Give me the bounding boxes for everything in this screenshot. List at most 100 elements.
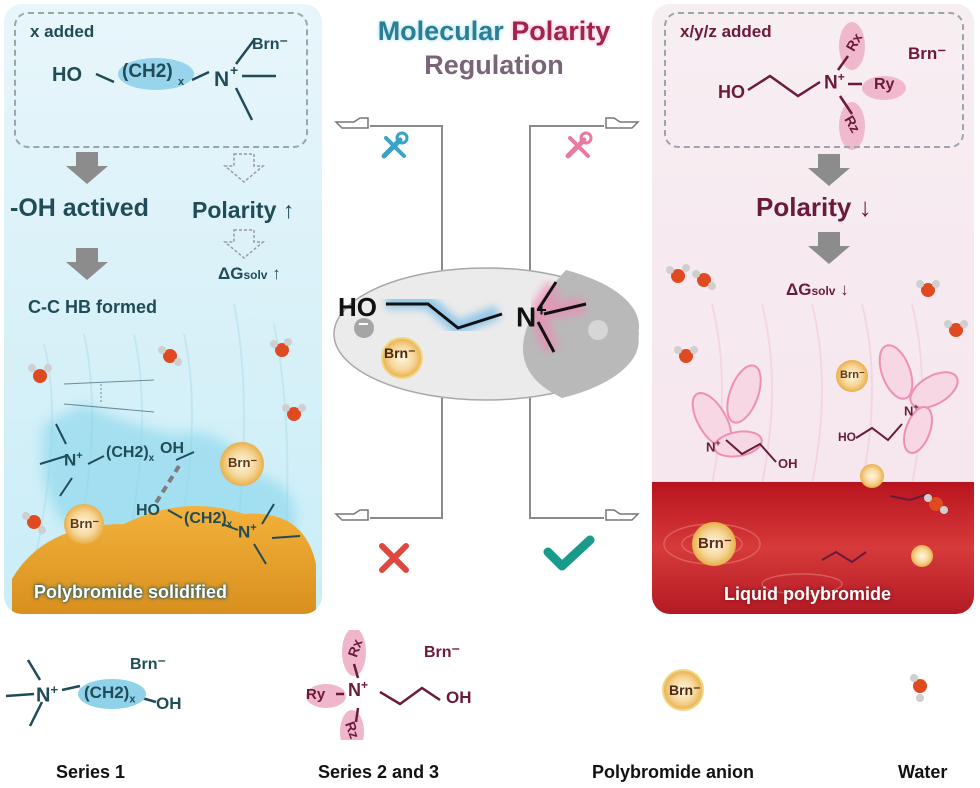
anion-label-right: Brn⁻ [908,44,947,63]
legend-series23-n: N+ [348,678,369,700]
series23-bonds [336,663,441,723]
connector-lines [370,125,604,519]
pointing-hand-icon [605,117,640,129]
polybromide-anion [381,337,423,379]
legend-series23-oh: OH [446,688,472,707]
legend-ry: Ry [306,686,326,703]
oh-actived-label: -OH actived [10,194,149,222]
gray-arrow-icon [808,232,850,264]
polybromide-anion [860,464,884,488]
polarity-up-label: Polarity ↑ [192,197,295,223]
water-molecule-icon [282,404,306,421]
pointing-hand-icon [334,509,369,521]
left-structure-box [14,12,308,148]
right-panel-art [652,22,974,614]
anion-label: Brn⁻ [252,36,288,53]
water-molecule-icon [910,674,927,702]
left-panel-art [12,39,316,614]
scene-oh-right: OH [778,456,798,471]
legend-water-label: Water [898,762,948,782]
check-icon [543,535,595,571]
center-art [333,117,640,573]
center-minus: − [358,314,369,334]
polybromide-solidified-label: Polybromide solidified [34,582,228,602]
cross-icon [379,543,409,573]
legend-polybromide-icon [662,669,704,711]
water-molecule-icon [22,512,46,534]
dg-solv-up: ΔGsolv ↑ [218,264,281,283]
r-group-highlights [839,22,906,150]
center-molecule-bonds [386,281,587,353]
center-anion: Brn⁻ [384,345,416,361]
polybromide-anion [692,522,736,566]
gray-arrow-icon [222,229,266,259]
left-box-label: x added [30,22,95,41]
water-molecule-icon [674,346,698,363]
scene-anion-right-2: Brn⁻ [698,535,732,552]
polybromide-anion [220,442,264,486]
n-label: N [214,68,230,91]
ch2-highlight [118,58,194,90]
ho-label: HO [52,64,82,86]
legend-series1-anion: Brn⁻ [130,656,166,673]
scene-oh: OH [160,440,184,457]
gray-arrow-icon [66,152,108,184]
dg-solv-down: ΔGsolv ↓ [786,280,849,299]
ch2-subscript: x [178,76,185,88]
liquid-polybromide-label: Liquid polybromide [724,584,891,604]
scene-anion-1: Brn⁻ [228,455,258,470]
pink-molecule-2 [878,344,959,454]
n-label-right: N+ [824,70,845,94]
scene-anion-right-1: Brn⁻ [840,369,865,381]
scene-ch2: (CH2)x [106,444,155,465]
legend-series1-oh: OH [156,694,182,713]
center-n: N+ [516,300,547,333]
faint-molecule [63,379,155,413]
series1-bonds [5,659,157,727]
legend-series1-ch2: (CH2)x [84,683,136,706]
center-ho: HO [338,292,377,322]
water-molecule-icon [916,280,940,297]
title: Molecular Polarity Regulation [377,16,611,80]
ch2-label: (CH2) [122,61,173,82]
water-molecule-icon [692,270,716,290]
polybromide-anion [911,545,933,567]
scene-ch2-2: (CH2)x [184,510,233,531]
legend-series1-label: Series 1 [56,762,126,782]
gray-arrow-icon [66,248,108,280]
gray-arrow-icon [222,153,266,183]
scene-ho-right: HO [838,430,856,444]
pointing-hand-icon [334,117,369,129]
water-molecule-icon [666,264,690,283]
polybromide-anion [836,360,868,392]
series1-ch2-highlight [78,679,146,709]
polybromide-anion [64,504,104,544]
pink-molecule-1 [691,364,763,458]
tools-icon-blue [381,131,409,159]
n-plus: + [230,62,239,78]
water-molecule-icon [924,494,948,514]
plus-sign-circle [588,320,608,340]
minus-sign-circle [354,318,374,338]
hb-formed-label: C-C HB formed [28,297,157,317]
legend-series23-label: Series 2 and 3 [318,762,440,782]
scene-anion-2: Brn⁻ [70,516,100,531]
legend-polybromide-label: Polybromide anion [592,762,755,782]
ho-label-right: HO [718,82,745,102]
scene-n-2: N+ [238,522,257,542]
pointing-hand-icon [605,509,640,521]
legend-art [5,630,927,740]
scene-n-right: N+ [706,438,721,455]
scene-ho: HO [136,502,160,519]
legend-series23-anion: Brn⁻ [424,644,460,661]
right-molecule-bonds [747,55,862,115]
water-molecule-icon [944,320,968,337]
scene-n-right-2: N+ [904,402,919,419]
legend-series1-n: N+ [36,682,59,707]
scene-n: N+ [64,450,83,470]
ry-label: Ry [874,76,895,93]
water-molecule-icon [28,364,52,383]
right-structure-box [664,12,964,148]
water-molecule-icon [158,346,182,366]
left-scene-bonds [39,423,301,565]
